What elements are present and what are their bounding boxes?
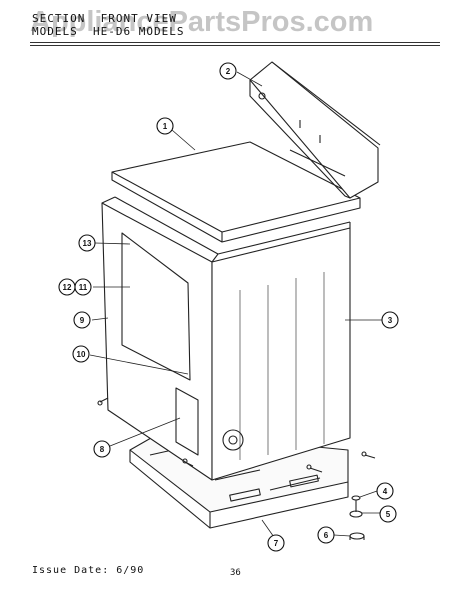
callout-7: 7 (267, 534, 285, 552)
svg-text:11: 11 (79, 283, 88, 292)
leveling-leg (349, 495, 365, 540)
callout-3: 3 (381, 311, 399, 329)
svg-text:6: 6 (324, 531, 329, 540)
svg-text:5: 5 (386, 510, 391, 519)
svg-text:13: 13 (83, 239, 92, 248)
svg-text:10: 10 (77, 350, 86, 359)
callout-9: 9 (73, 311, 91, 329)
cabinet-side (211, 221, 351, 481)
svg-text:4: 4 (383, 487, 388, 496)
issue-date: Issue Date: 6/90 (32, 565, 145, 576)
callout-2: 2 (219, 62, 237, 80)
header-rule-top (30, 42, 440, 43)
control-console (249, 61, 381, 199)
callout-10: 10 (72, 345, 90, 363)
callout-4: 4 (376, 482, 394, 500)
svg-text:1: 1 (163, 122, 168, 131)
screws (97, 397, 376, 473)
svg-text:3: 3 (388, 316, 393, 325)
callout-11: 11 (74, 278, 92, 296)
top-panel (111, 141, 361, 243)
page-number: 36 (230, 568, 241, 578)
svg-text:9: 9 (80, 316, 85, 325)
watermark: AppliancePartsPros.com (30, 6, 374, 38)
callout-6: 6 (317, 526, 335, 544)
callout-12: 12 (58, 278, 76, 296)
svg-text:8: 8 (100, 445, 105, 454)
callout-13: 13 (78, 234, 96, 252)
callout-1: 1 (156, 117, 174, 135)
section-title: SECTION FRONT VIEW (32, 12, 177, 25)
callout-5: 5 (379, 505, 397, 523)
svg-text:7: 7 (274, 539, 279, 548)
leader-lines (89, 71, 382, 541)
page-header: SECTION FRONT VIEW MODELS HE-D6 MODELS (32, 12, 442, 38)
callout-8: 8 (93, 440, 111, 458)
svg-text:12: 12 (63, 283, 72, 292)
cabinet-front (101, 196, 219, 481)
models-line: MODELS HE-D6 MODELS (32, 25, 185, 38)
svg-text:2: 2 (226, 67, 231, 76)
header-rule-bottom (30, 45, 440, 46)
